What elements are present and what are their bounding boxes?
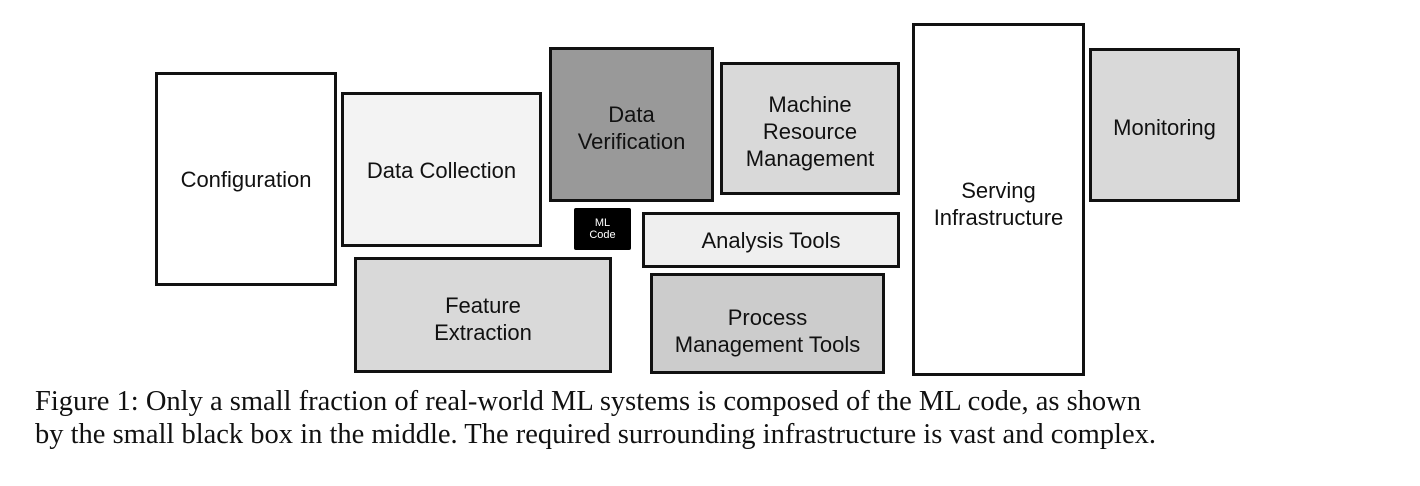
analysis-tools-box: Analysis Tools [642,212,900,268]
machine-resource-management-box: Machine Resource Management [720,62,900,195]
caption-line-1: Figure 1: Only a small fraction of real-… [35,386,1142,417]
figure-caption: Figure 1: Only a small fraction of real-… [35,385,1395,451]
data-collection-box: Data Collection [341,92,542,247]
process-management-tools-box: Process Management Tools [650,273,885,374]
monitoring-box: Monitoring [1089,48,1240,202]
configuration-box: Configuration [155,72,337,286]
feature-extraction-box: Feature Extraction [354,257,612,373]
ml-code-box: ML Code [574,208,631,250]
ml-system-diagram: Configuration Data Collection Data Verif… [155,23,1240,376]
data-verification-box: Data Verification [549,47,714,202]
serving-infrastructure-box: Serving Infrastructure [912,23,1085,376]
caption-line-2: by the small black box in the middle. Th… [35,419,1156,450]
